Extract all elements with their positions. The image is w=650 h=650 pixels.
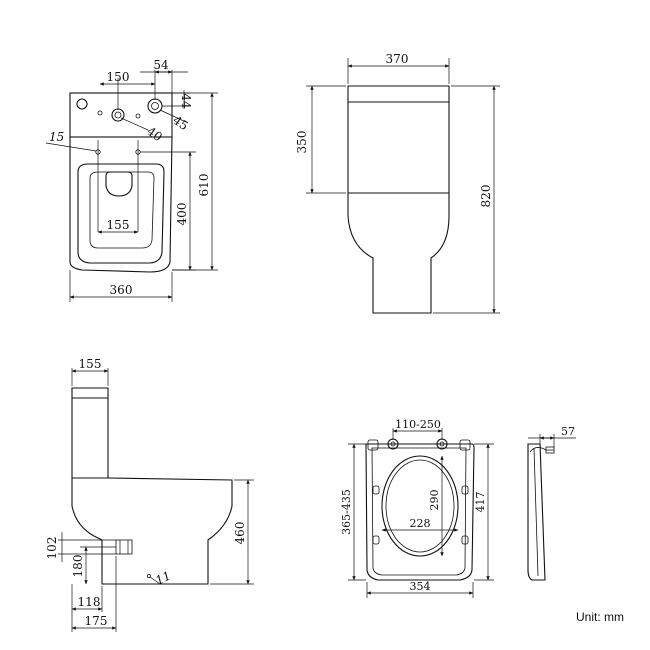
outlet-pipe <box>115 539 133 555</box>
bowl-outline <box>69 136 173 273</box>
seat-opening <box>381 455 459 557</box>
dim-365-435: 365-435 <box>340 489 353 535</box>
dim-11: 11 <box>153 569 173 588</box>
seat-view: 110-250 290 228 365-435 417 354 57 <box>340 418 576 598</box>
dim-15: 15 <box>49 130 64 144</box>
front-view: 370 350 820 <box>295 52 500 314</box>
dim-400: 400 <box>175 203 189 226</box>
dim-150: 150 <box>107 70 130 84</box>
dim-350: 350 <box>295 131 309 154</box>
seat-profile <box>527 443 546 581</box>
dim-155-top: 155 <box>107 218 130 232</box>
bowl-inner <box>89 171 155 249</box>
seat-outline <box>365 443 475 581</box>
dim-610: 610 <box>197 174 211 197</box>
dim-460: 460 <box>233 522 247 545</box>
dim-102: 102 <box>45 537 59 560</box>
dim-290: 290 <box>428 490 441 511</box>
dim-57: 57 <box>561 425 575 438</box>
dim-417: 417 <box>474 492 487 513</box>
seat-rim <box>77 163 165 264</box>
dim-40: 40 <box>144 124 165 144</box>
dim-175: 175 <box>85 614 108 628</box>
dim-360: 360 <box>110 283 133 297</box>
dim-118: 118 <box>78 595 101 609</box>
cistern-hole-right <box>147 98 163 114</box>
flush-button <box>111 108 125 122</box>
bowl-front <box>347 193 450 314</box>
cistern-side <box>71 387 109 479</box>
drain-outline <box>105 171 133 197</box>
dim-354: 354 <box>410 580 431 593</box>
cistern-top-outline <box>69 92 173 138</box>
cistern-hole-left <box>76 98 88 110</box>
dim-155-side: 155 <box>79 357 102 371</box>
dim-110-250: 110-250 <box>395 418 441 431</box>
dim-54: 54 <box>153 58 169 72</box>
bowl-side <box>71 477 233 585</box>
dim-180: 180 <box>71 555 85 578</box>
top-view: 150 54 44 40 45 15 155 400 610 <box>45 58 218 302</box>
side-view: 155 460 102 180 11 118 175 <box>45 357 254 632</box>
dim-370: 370 <box>386 52 409 66</box>
dim-44: 44 <box>179 93 193 109</box>
dim-820: 820 <box>479 185 493 208</box>
unit-label: Unit: mm <box>576 610 624 624</box>
dim-228: 228 <box>410 517 431 530</box>
